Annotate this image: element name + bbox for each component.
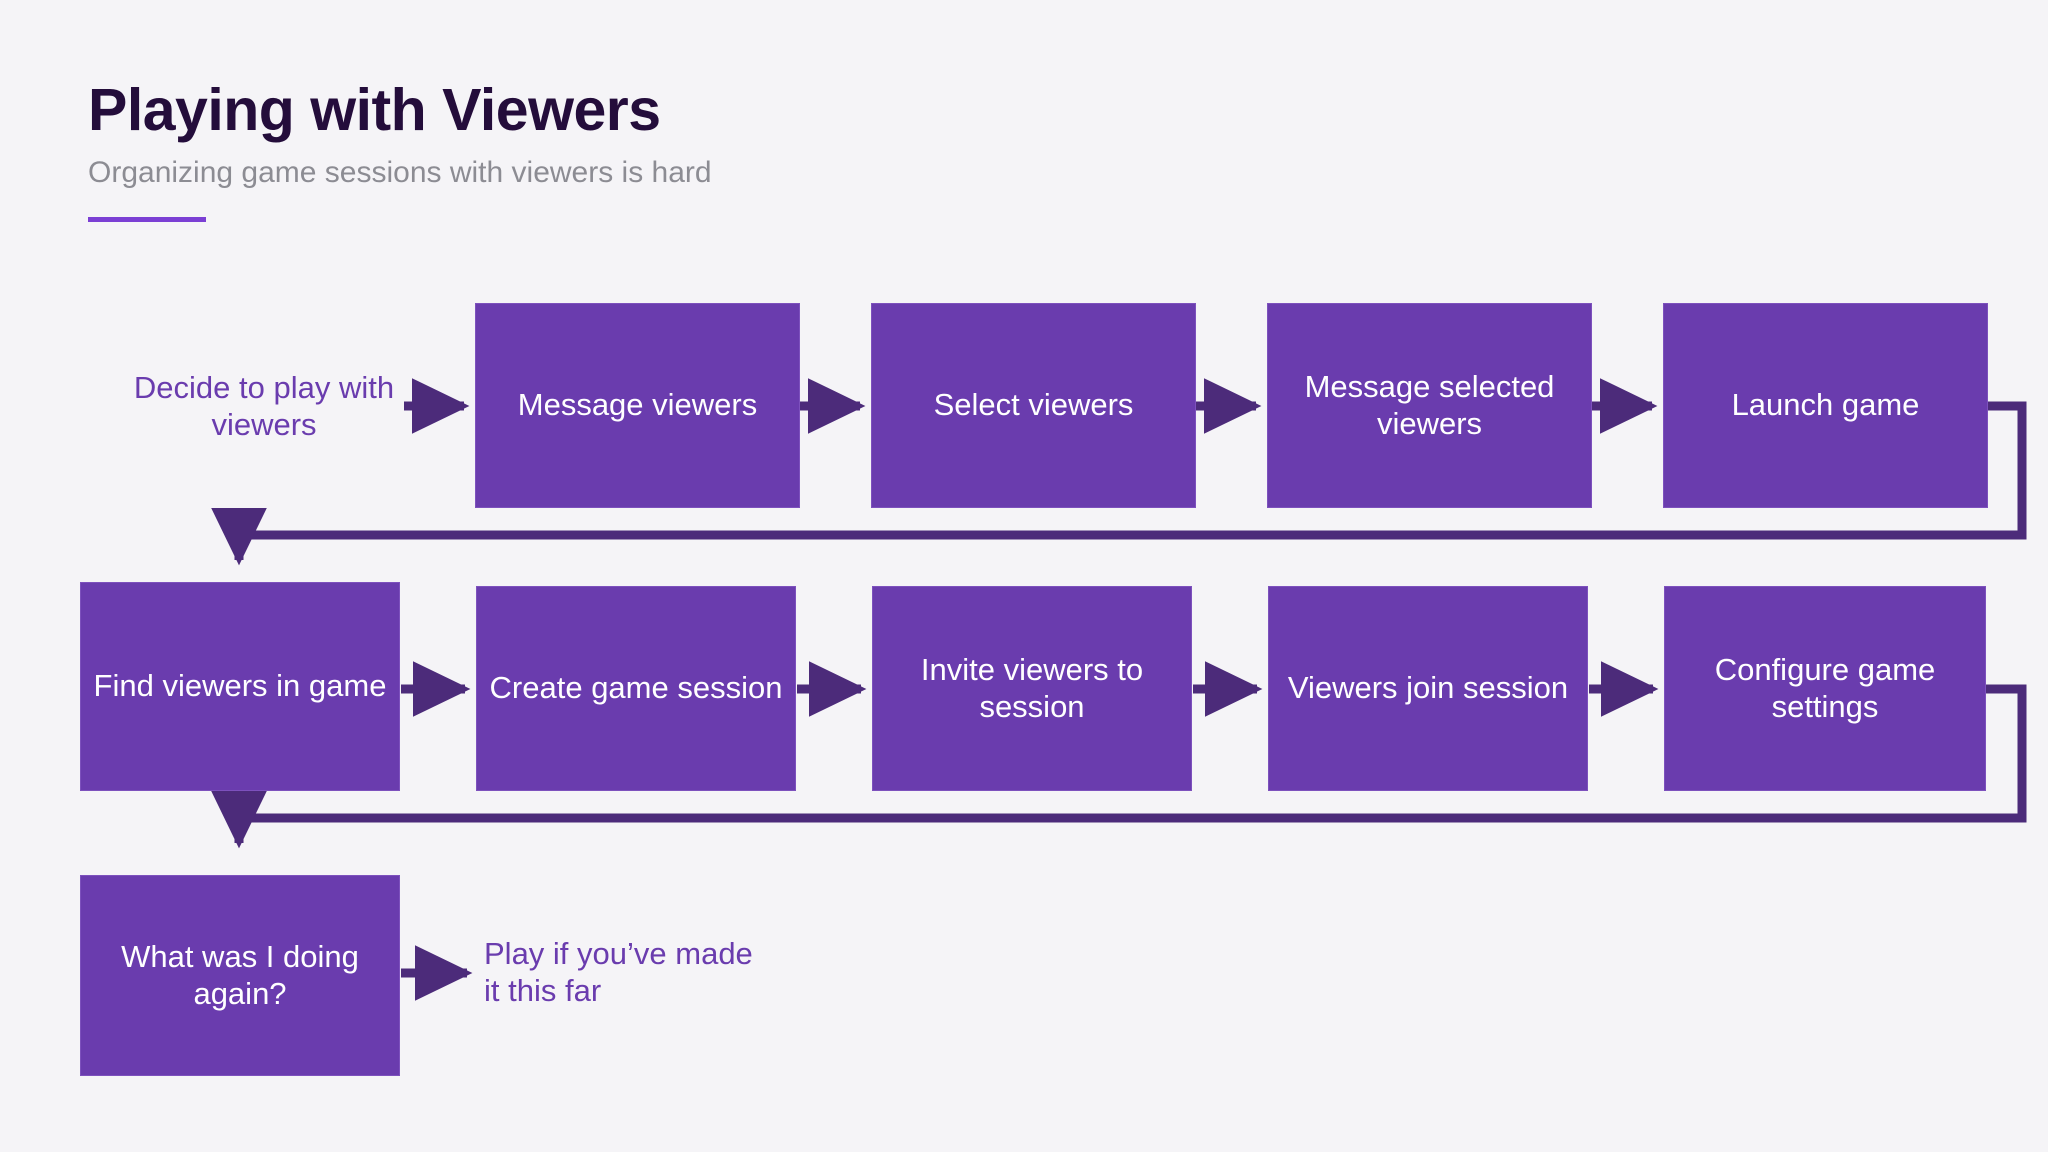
node-launch-game[interactable]: Launch game	[1663, 303, 1988, 508]
page-header: Playing with Viewers Organizing game ses…	[88, 77, 1488, 222]
title-accent-rule	[88, 216, 206, 222]
node-viewers-join-session[interactable]: Viewers join session	[1268, 586, 1588, 791]
node-message-selected-viewers[interactable]: Message selected viewers	[1267, 303, 1592, 508]
node-configure-game-settings[interactable]: Configure game settings	[1664, 586, 1986, 791]
node-find-viewers-in-game[interactable]: Find viewers in game	[80, 582, 400, 791]
page-title: Playing with Viewers	[88, 77, 661, 143]
page-subtitle: Organizing game sessions with viewers is…	[88, 155, 712, 189]
node-select-viewers[interactable]: Select viewers	[871, 303, 1196, 508]
node-message-viewers[interactable]: Message viewers	[475, 303, 800, 508]
node-play-if-youve-made-it-this-far: Play if you’ve made it this far	[484, 936, 753, 1008]
node-decide-to-play-with-viewers: Decide to play with viewers	[133, 370, 395, 442]
node-create-game-session[interactable]: Create game session	[476, 586, 796, 791]
node-invite-viewers-to-session[interactable]: Invite viewers to session	[872, 586, 1192, 791]
node-what-was-i-doing-again[interactable]: What was I doing again?	[80, 875, 400, 1076]
